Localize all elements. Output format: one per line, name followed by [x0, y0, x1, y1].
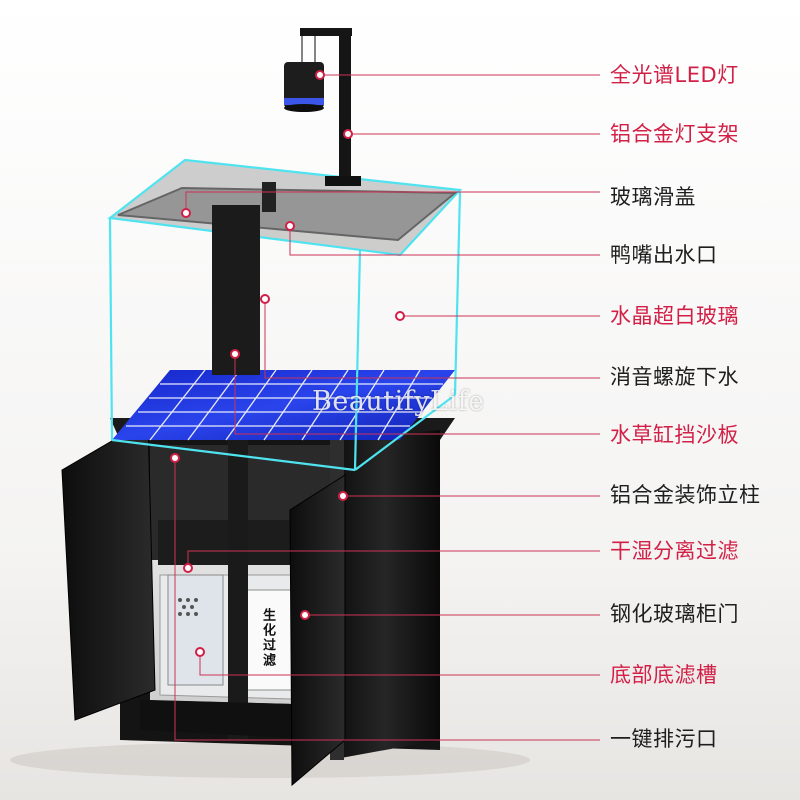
bio-filter-label: 生化过滤 [260, 608, 275, 668]
watermark: BeautifyLife [312, 386, 485, 417]
callout-markers [170, 70, 405, 657]
cabinet [110, 418, 455, 760]
label-silent-drain: 消音螺旋下水 [610, 365, 739, 389]
label-duckbill-outlet: 鸭嘴出水口 [610, 243, 718, 267]
label-led-light: 全光谱LED灯 [610, 63, 739, 87]
light-stand [300, 28, 361, 186]
glass-lid [117, 186, 458, 242]
label-dry-wet-filter: 干湿分离过滤 [610, 539, 739, 563]
callout-lines [174, 74, 600, 741]
label-light-stand: 铝合金灯支架 [610, 122, 739, 146]
label-bottom-sump: 底部底滤槽 [610, 663, 718, 687]
label-sand-board: 水草缸挡沙板 [610, 423, 739, 447]
left-door [61, 419, 156, 721]
label-drain-outlet: 一键排污口 [610, 727, 718, 751]
center-pillar [228, 440, 248, 740]
floor-shadow [10, 742, 530, 778]
overflow-column [212, 205, 260, 375]
led-light [284, 36, 324, 112]
dry-wet-filter-box [167, 574, 224, 686]
label-ultra-clear-glass: 水晶超白玻璃 [610, 304, 739, 328]
label-glass-door: 钢化玻璃柜门 [610, 602, 739, 626]
label-glass-lid: 玻璃滑盖 [610, 185, 696, 209]
label-aluminum-pillar: 铝合金装饰立柱 [610, 483, 761, 507]
sand-board [112, 369, 455, 441]
right-door [289, 474, 346, 787]
